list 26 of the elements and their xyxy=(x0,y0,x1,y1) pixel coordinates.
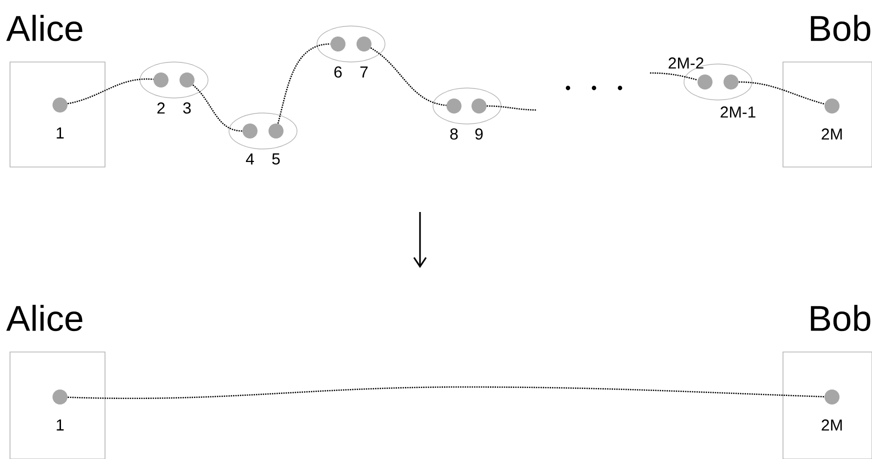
particle-number: 6 xyxy=(334,66,342,78)
particle-number: 2M xyxy=(822,419,842,431)
dotted-link xyxy=(650,72,698,81)
particle-number: 7 xyxy=(360,66,368,78)
particle-number: 4 xyxy=(246,154,254,164)
dotted-link xyxy=(192,84,242,132)
dotted-link xyxy=(68,386,824,400)
particle-number: 9 xyxy=(475,128,483,140)
dotted-link xyxy=(486,105,538,111)
particle-number: 1 xyxy=(56,420,64,430)
dotted-link xyxy=(738,81,825,105)
particle-number: 2M-2 xyxy=(668,57,704,69)
dotted-link xyxy=(67,78,154,104)
particle-number: 1 xyxy=(56,128,64,138)
particle-number: 8 xyxy=(450,128,458,140)
particle-number: 2M xyxy=(822,128,842,140)
particle-number: 5 xyxy=(272,153,280,165)
particle-number: 3 xyxy=(183,102,191,114)
party-name: Bob xyxy=(810,304,870,332)
particle-number: 2 xyxy=(157,102,165,114)
party-name: Alice xyxy=(6,304,82,332)
particle-number: 2M-1 xyxy=(720,106,756,118)
party-name: Alice xyxy=(6,14,82,42)
dotted-link xyxy=(370,47,446,106)
dotted-link xyxy=(277,43,330,124)
party-name: Bob xyxy=(810,14,870,42)
